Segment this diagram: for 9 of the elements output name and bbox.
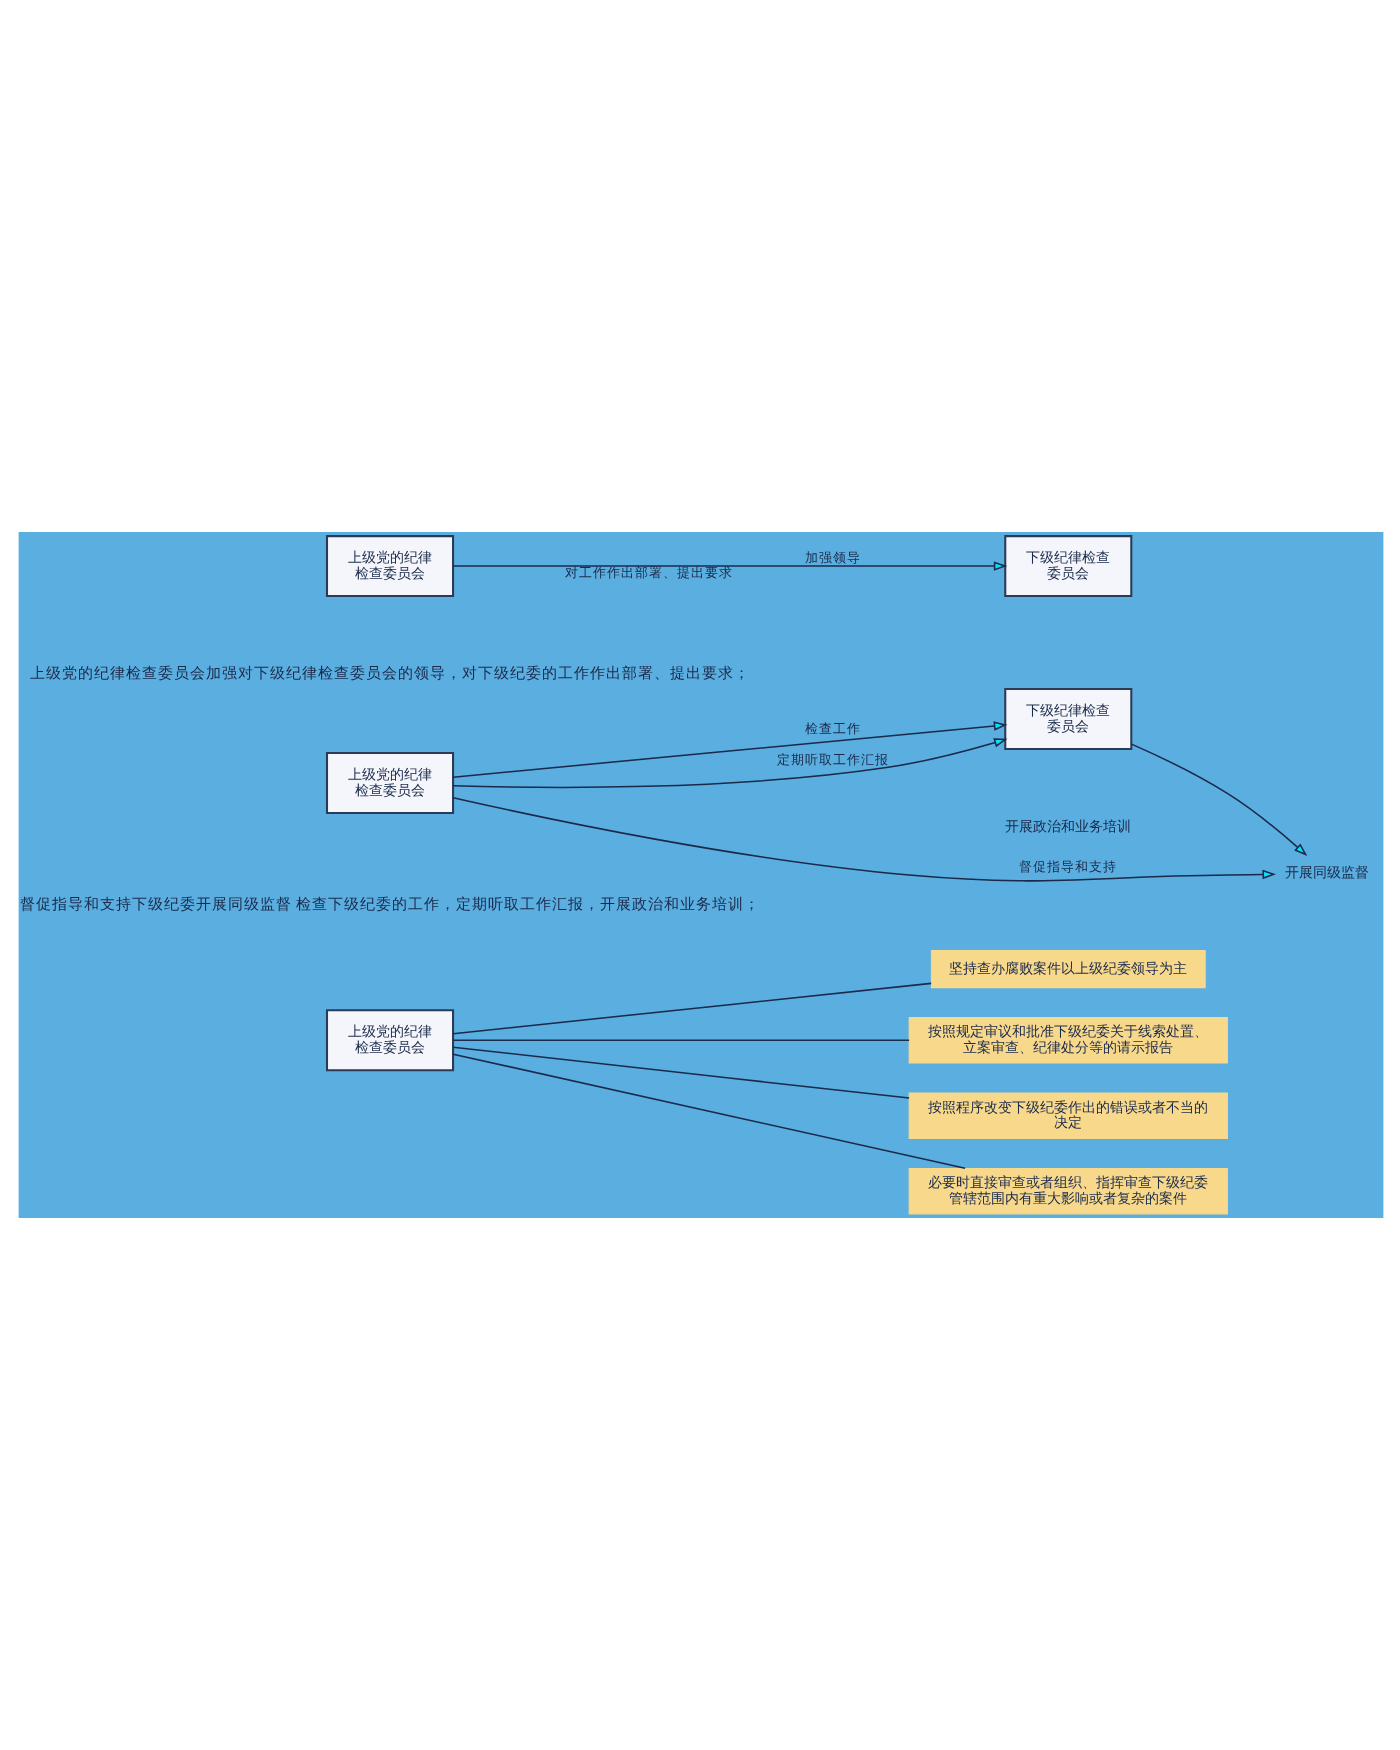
connector [451, 1053, 965, 1170]
connector [451, 1046, 909, 1099]
connector [451, 982, 931, 1035]
arrow [451, 561, 1007, 571]
arrow [451, 738, 1007, 789]
arrow [1129, 743, 1307, 856]
connector [451, 1039, 909, 1042]
arrow [451, 796, 1275, 882]
arrow [451, 721, 1007, 778]
